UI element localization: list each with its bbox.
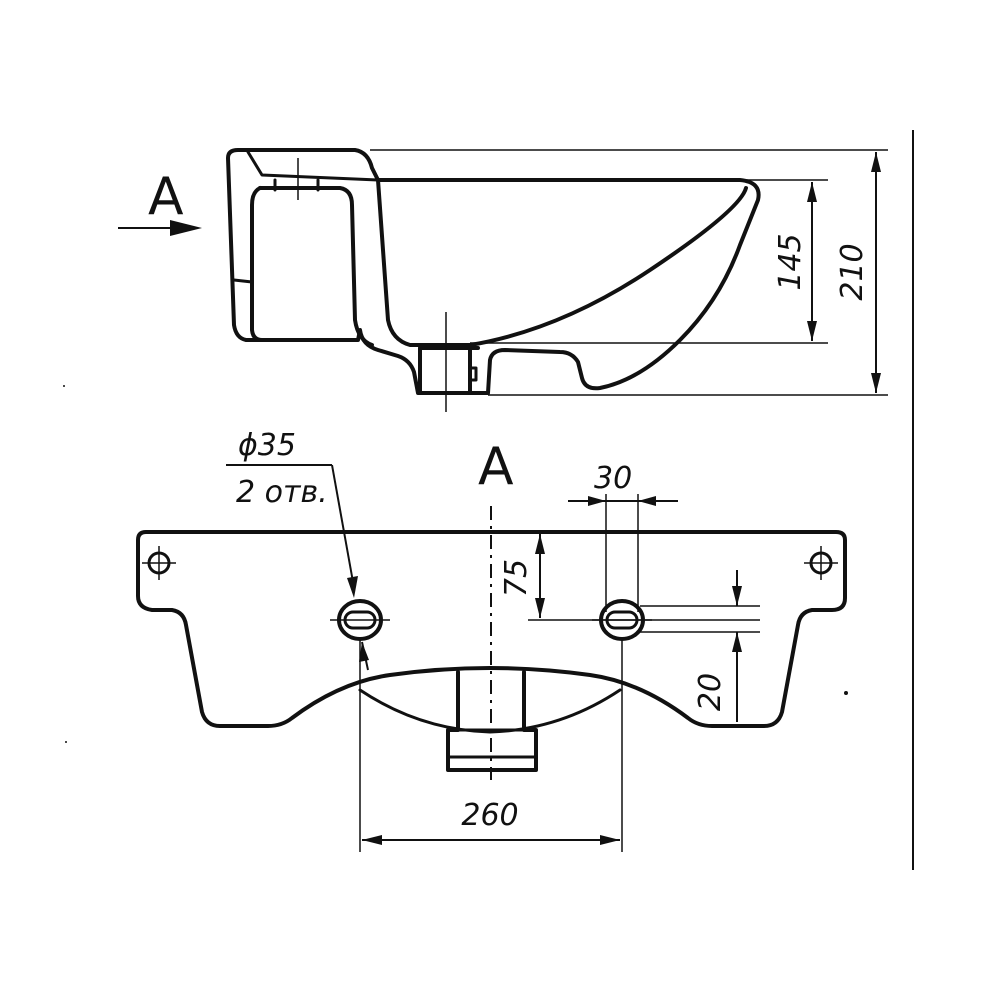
dim-20-arrow-top [732, 586, 742, 606]
dim-30-label: 30 [594, 461, 632, 496]
leader-arrow-top [347, 576, 358, 598]
faucet-hole-left [330, 599, 390, 641]
side-view-back-flange [226, 148, 761, 395]
side-view-inner-left [250, 186, 264, 342]
dim-260-arrow-left [362, 835, 382, 845]
dim-30-arrow-left [588, 496, 606, 506]
side-view-rim-step [273, 178, 320, 192]
dim-145-arrow-bottom [807, 321, 817, 341]
section-arrow-label: A [148, 167, 184, 227]
dim-75-label: 75 [499, 559, 534, 597]
dim-145-label: 145 [773, 233, 808, 290]
side-view-inner-wall [258, 186, 374, 347]
stray-dot [844, 691, 848, 695]
dim-210-label: 210 [835, 243, 870, 300]
top-view: A [136, 428, 847, 852]
top-view-label: A [478, 437, 514, 497]
section-arrow-head [170, 220, 202, 236]
mount-hole-right [804, 546, 838, 580]
side-view-rim-top [246, 150, 380, 182]
side-view-flange-notch [232, 278, 254, 284]
side-view: 145 210 A [118, 148, 888, 412]
dim-75-arrow-top [535, 534, 545, 554]
top-view-outline [136, 530, 847, 728]
stray-dot [63, 385, 65, 387]
mount-hole-left [142, 546, 176, 580]
dim-20-label: 20 [693, 673, 728, 711]
side-view-drain [418, 346, 480, 395]
stray-dot [65, 741, 67, 743]
hole-diameter-label: ϕ35 [238, 428, 296, 463]
dim-210-arrow-top [871, 152, 881, 172]
dim-30-arrow-right [638, 496, 656, 506]
dim-75-arrow-bottom [535, 598, 545, 618]
hole-count-label: 2 отв. [236, 475, 328, 510]
dim-20-arrow-bottom [732, 632, 742, 652]
side-view-bowl-curve [376, 178, 748, 347]
dim-210-arrow-bottom [871, 373, 881, 393]
side-view-drain-notch [468, 366, 478, 382]
dim-145-arrow-top [807, 182, 817, 202]
leader-line [331, 464, 354, 583]
dim-260-arrow-right [600, 835, 620, 845]
dim-260-label: 260 [461, 798, 518, 833]
